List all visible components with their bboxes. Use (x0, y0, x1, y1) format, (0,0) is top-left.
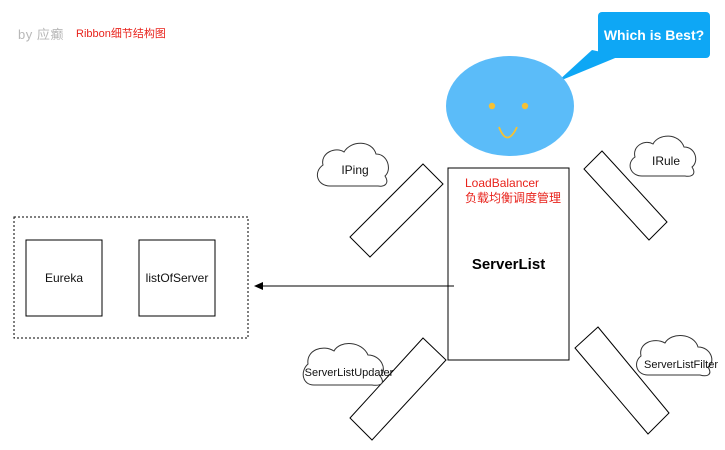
diagram-title: Ribbon细节结构图 (76, 28, 166, 40)
registry-container (13, 216, 249, 339)
listofserver-label: listOfServer (145, 271, 209, 285)
serverlist-label: ServerList (471, 256, 546, 273)
loadbalancer-label: LoadBalancer 负载均衡调度管理 (465, 176, 561, 206)
left-arm (349, 163, 444, 258)
eureka-box (25, 239, 103, 317)
cloud-serverlistupdater (302, 343, 384, 386)
irule-label: IRule (651, 154, 680, 168)
right-leg (574, 326, 670, 435)
cloud-irule (629, 135, 697, 177)
iping-label: IPing (341, 163, 369, 177)
left-leg (349, 337, 447, 441)
loadbalancer-label-cn: 负载均衡调度管理 (465, 191, 562, 205)
eureka-label: Eureka (44, 271, 84, 285)
author-label: by 应癫 (18, 27, 64, 42)
right-eye (521, 102, 529, 110)
cloud-iping (316, 142, 389, 187)
head-shape (446, 56, 574, 156)
serverlistupdater-label: ServerListUpdater (304, 367, 394, 379)
listofserver-box (138, 239, 216, 317)
serverlistfilter-label: ServerListFilter (644, 359, 718, 371)
serverlist-body (447, 167, 570, 361)
speech-bubble-text: Which is Best? (603, 27, 705, 43)
speech-bubble (557, 12, 710, 82)
arrow-to-registry (254, 282, 454, 290)
loadbalancer-label-en: LoadBalancer (465, 176, 540, 190)
cloud-serverlistfilter (636, 335, 713, 377)
right-arm (583, 150, 668, 241)
left-eye (488, 102, 496, 110)
robot-head (446, 56, 574, 156)
smile (498, 126, 518, 139)
